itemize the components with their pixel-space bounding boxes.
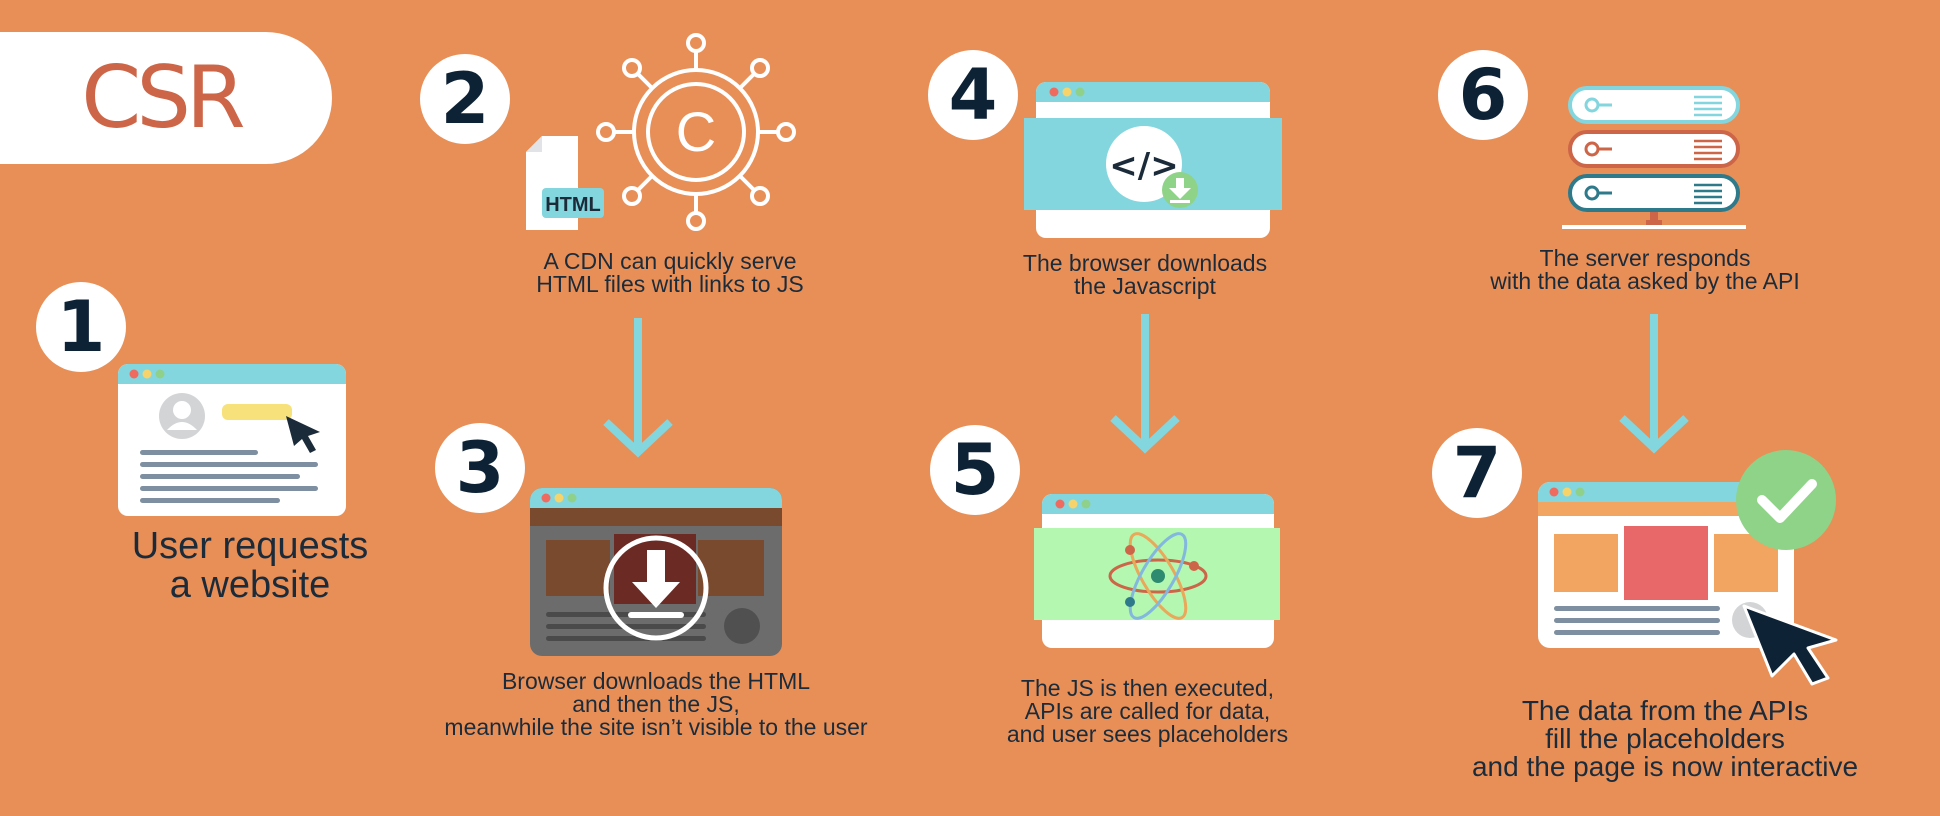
step-7-caption: The data from the APIs fill the placehol… <box>1430 697 1900 781</box>
step-5-caption: The JS is then executed, APIs are called… <box>950 677 1345 746</box>
browser-download-icon <box>530 488 782 656</box>
page-title: CSR <box>81 48 245 148</box>
caption-line: meanwhile the site isn’t visible to the … <box>444 714 868 740</box>
title-pill: CSR <box>0 32 332 164</box>
caption-line: A CDN can quickly serve <box>543 248 797 274</box>
step-4-caption: The browser downloads the Javascript <box>950 252 1340 298</box>
caption-line: HTML files with links to JS <box>536 271 804 297</box>
step-1-number: 1 <box>36 282 126 372</box>
caption-line: APIs are called for data, <box>1024 698 1271 724</box>
caption-line: fill the placeholders <box>1545 723 1785 754</box>
cdn-letter: C <box>676 100 716 163</box>
browser-user-click-icon <box>118 364 346 516</box>
arrow-down-icon <box>1619 314 1689 454</box>
step-6-number: 6 <box>1438 50 1528 140</box>
caption-line: and then the JS, <box>572 691 740 717</box>
caption-line: and user sees placeholders <box>1006 721 1289 747</box>
browser-interactive-check-icon <box>1538 450 1838 686</box>
caption-line: User requests <box>131 525 369 567</box>
step-7-number: 7 <box>1432 428 1522 518</box>
step-2-number: 2 <box>420 54 510 144</box>
caption-line: Browser downloads the HTML <box>501 668 811 694</box>
arrow-down-icon <box>1110 314 1180 454</box>
step-1-caption: User requests a website <box>80 527 420 605</box>
caption-line: with the data asked by the API <box>1490 268 1800 294</box>
browser-code-icon: </> <box>1024 82 1282 238</box>
step-6-caption: The server responds with the data asked … <box>1450 247 1840 293</box>
arrow-down-icon <box>603 318 673 458</box>
html-file-label: HTML <box>545 194 601 216</box>
step-4-number: 4 <box>928 50 1018 140</box>
step-3-number: 3 <box>435 423 525 513</box>
caption-line: a website <box>169 564 331 606</box>
caption-line: and the page is now interactive <box>1471 751 1859 782</box>
browser-react-atom-icon <box>1034 494 1280 648</box>
caption-line: the Javascript <box>1074 273 1216 299</box>
server-stack-icon <box>1562 86 1746 229</box>
step-3-caption: Browser downloads the HTML and then the … <box>406 670 906 739</box>
caption-line: The server responds <box>1539 245 1751 271</box>
step-2-caption: A CDN can quickly serve HTML files with … <box>470 250 870 296</box>
caption-line: The browser downloads <box>1022 250 1268 276</box>
cdn-network-icon: HTML C <box>526 33 796 231</box>
step-5-number: 5 <box>930 425 1020 515</box>
caption-line: The JS is then executed, <box>1020 675 1275 701</box>
caption-line: The data from the APIs <box>1521 695 1809 726</box>
